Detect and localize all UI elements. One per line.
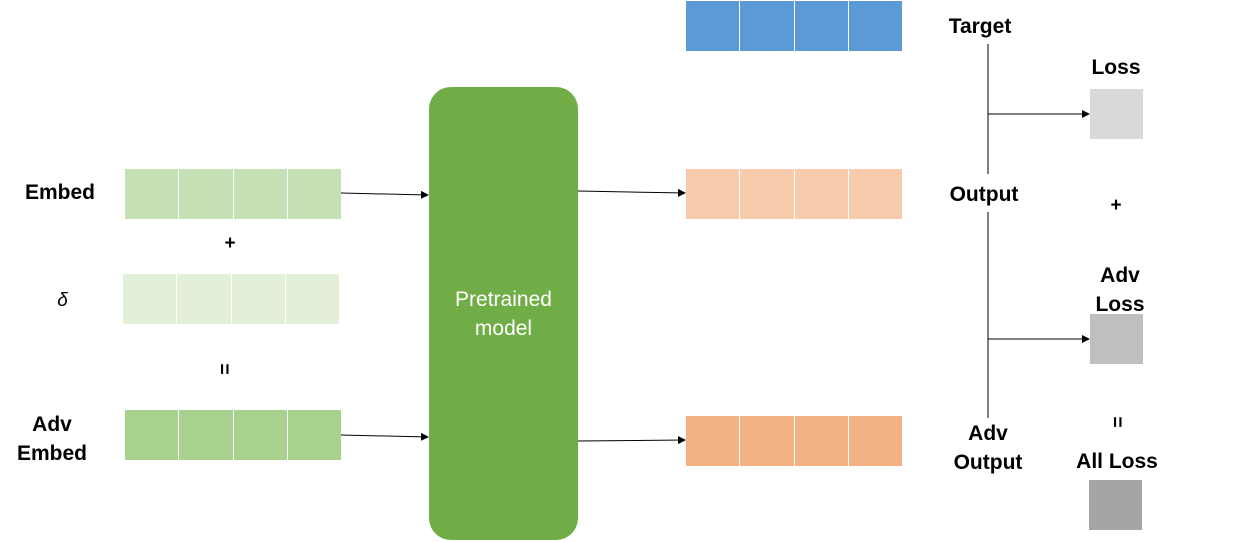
all-loss-box [1089, 480, 1142, 530]
output-label: Output [949, 183, 1019, 206]
delta-cell [177, 274, 232, 324]
output-cell [794, 169, 849, 219]
adv-embed-cell [287, 410, 341, 460]
model-label: Pretrained model [455, 287, 552, 340]
target-vector [686, 1, 902, 51]
delta-cell [285, 274, 339, 324]
adv-embed-vector [125, 410, 341, 460]
loss-label: Loss [1091, 56, 1141, 79]
delta-cell [123, 274, 178, 324]
delta-cell [231, 274, 286, 324]
output-cell [686, 169, 741, 219]
adv-embed-cell [179, 410, 234, 460]
adv-embed-cell [233, 410, 288, 460]
adv-output-label: Adv Output [953, 422, 1023, 474]
delta-label: δ [57, 290, 68, 311]
plus-sign: + [224, 233, 236, 254]
model-to-adv-output-arrow [577, 436, 686, 445]
embed-cell [287, 169, 341, 219]
target-cell [686, 1, 741, 51]
target-cell [848, 1, 902, 51]
embed-vector [125, 169, 341, 219]
output-vector [686, 169, 902, 219]
target-cell [740, 1, 795, 51]
target-label: Target [948, 15, 1012, 38]
target-cell [794, 1, 849, 51]
adv-output-cell [740, 416, 795, 466]
delta-vector [123, 274, 339, 324]
adv-embed-cell [125, 410, 180, 460]
pretrained-model-block: Pretrained model [429, 87, 578, 540]
adv-embed-label: Adv Embed [16, 413, 87, 465]
adv-output-vector [686, 416, 902, 466]
loss-plus-sign: + [1110, 195, 1122, 216]
embed-label: Embed [24, 181, 95, 204]
loss-box [1090, 89, 1143, 139]
embed-cell [233, 169, 288, 219]
embed-cell [179, 169, 234, 219]
embed-cell [125, 169, 180, 219]
model-to-output-arrow [577, 188, 686, 197]
all-loss-label: All Loss [1076, 450, 1158, 473]
output-cell [848, 169, 902, 219]
adv-output-cell [848, 416, 902, 466]
adv-output-cell [686, 416, 741, 466]
output-cell [740, 169, 795, 219]
adv-loss-label: Adv Loss [1095, 264, 1145, 316]
adv-embed-to-model-arrow [340, 432, 429, 441]
adv-output-cell [794, 416, 849, 466]
adv-loss-box [1090, 314, 1143, 364]
embed-to-model-arrow [340, 190, 429, 199]
